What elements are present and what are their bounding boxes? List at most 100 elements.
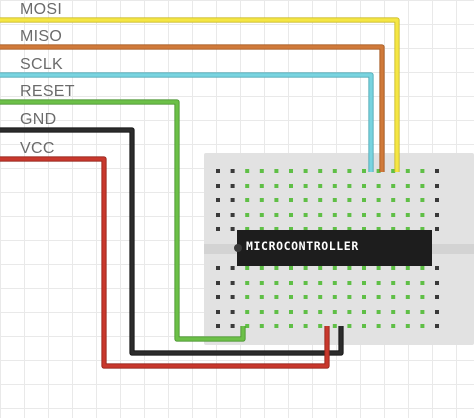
breadboard-hole	[347, 213, 352, 217]
breadboard-hole	[376, 281, 381, 285]
breadboard-hole	[420, 198, 425, 202]
wire-reset-line	[0, 100, 245, 341]
breadboard-hole	[245, 266, 250, 270]
breadboard-hole	[332, 198, 337, 202]
breadboard-hole	[420, 184, 425, 188]
breadboard-hole	[289, 310, 293, 314]
breadboard-hole	[289, 324, 293, 328]
breadboard-hole	[362, 310, 366, 314]
breadboard-hole	[289, 227, 293, 231]
breadboard-hole	[245, 295, 250, 299]
breadboard-hole	[274, 213, 279, 217]
breadboard-hole	[435, 266, 439, 270]
breadboard-hole	[347, 295, 352, 299]
breadboard-hole	[245, 324, 250, 328]
wire-sclk[interactable]	[0, 72, 374, 172]
wires-layer	[0, 17, 400, 369]
breadboard-hole	[435, 281, 439, 285]
breadboard-hole	[376, 169, 381, 173]
breadboard-hole	[318, 295, 323, 299]
label-vcc: VCC	[20, 140, 55, 157]
breadboard-hole	[405, 169, 410, 173]
breadboard-hole	[303, 198, 308, 202]
label-mosi: MOSI	[20, 1, 62, 18]
breadboard-hole	[405, 184, 410, 188]
breadboard-hole	[405, 198, 410, 202]
breadboard-hole	[391, 295, 396, 299]
breadboard-hole	[289, 169, 293, 173]
breadboard-hole	[230, 184, 235, 188]
breadboard-hole	[347, 281, 352, 285]
breadboard-hole	[259, 169, 264, 173]
breadboard-hole	[405, 213, 410, 217]
breadboard-hole	[347, 198, 352, 202]
breadboard-hole	[376, 213, 381, 217]
breadboard-hole	[362, 295, 366, 299]
breadboard-hole	[376, 310, 381, 314]
breadboard-hole	[245, 227, 250, 231]
breadboard-hole	[289, 213, 293, 217]
breadboard-holes	[216, 169, 439, 328]
chip-notch	[234, 244, 242, 252]
breadboard-hole	[230, 295, 235, 299]
wire-miso-line	[0, 45, 384, 172]
breadboard-hole	[245, 213, 250, 217]
breadboard-hole	[230, 310, 235, 314]
breadboard-hole	[405, 310, 410, 314]
breadboard-hole	[391, 169, 396, 173]
breadboard-hole	[216, 227, 220, 231]
wire-gnd[interactable]	[0, 127, 344, 356]
wire-gnd-line	[0, 128, 343, 355]
breadboard-hole	[303, 310, 308, 314]
wire-miso[interactable]	[0, 44, 385, 172]
breadboard-hole	[318, 281, 323, 285]
breadboard-hole	[332, 227, 337, 231]
breadboard-hole	[376, 184, 381, 188]
breadboard-hole	[391, 281, 396, 285]
breadboard-hole	[362, 281, 366, 285]
breadboard-hole	[420, 295, 425, 299]
breadboard-hole	[274, 198, 279, 202]
breadboard-hole	[420, 213, 425, 217]
breadboard-hole	[318, 198, 323, 202]
breadboard-hole	[230, 198, 235, 202]
breadboard-hole	[332, 213, 337, 217]
wire-vcc[interactable]	[0, 156, 330, 369]
breadboard-hole	[435, 295, 439, 299]
breadboard-hole	[259, 213, 264, 217]
breadboard-hole	[216, 169, 220, 173]
breadboard-hole	[259, 310, 264, 314]
breadboard-hole	[362, 324, 366, 328]
breadboard-hole	[362, 266, 366, 270]
breadboard-hole	[362, 184, 366, 188]
breadboard-hole	[274, 227, 279, 231]
breadboard-hole	[332, 281, 337, 285]
breadboard-hole	[405, 281, 410, 285]
breadboard-hole	[435, 227, 439, 231]
wire-mosi[interactable]	[0, 17, 400, 172]
breadboard-hole	[435, 169, 439, 173]
breadboard-hole	[376, 266, 381, 270]
breadboard-hole	[420, 324, 425, 328]
breadboard-hole	[318, 266, 323, 270]
breadboard-hole	[420, 227, 425, 231]
breadboard-hole	[245, 310, 250, 314]
breadboard-hole	[347, 169, 352, 173]
breadboard-hole	[347, 310, 352, 314]
breadboard-hole	[216, 213, 220, 217]
breadboard-hole	[303, 295, 308, 299]
breadboard-hole	[274, 184, 279, 188]
breadboard-hole	[259, 184, 264, 188]
wire-reset[interactable]	[0, 99, 246, 342]
breadboard-hole	[332, 310, 337, 314]
breadboard-hole	[391, 266, 396, 270]
breadboard-hole	[289, 266, 293, 270]
chip-body	[237, 230, 432, 266]
breadboard-hole	[318, 184, 323, 188]
breadboard-hole	[435, 324, 439, 328]
breadboard-hole	[391, 310, 396, 314]
label-gnd: GND	[20, 111, 56, 128]
microcontroller-chip: MICROCONTROLLER	[234, 230, 432, 266]
breadboard-hole	[435, 310, 439, 314]
breadboard-hole	[274, 169, 279, 173]
